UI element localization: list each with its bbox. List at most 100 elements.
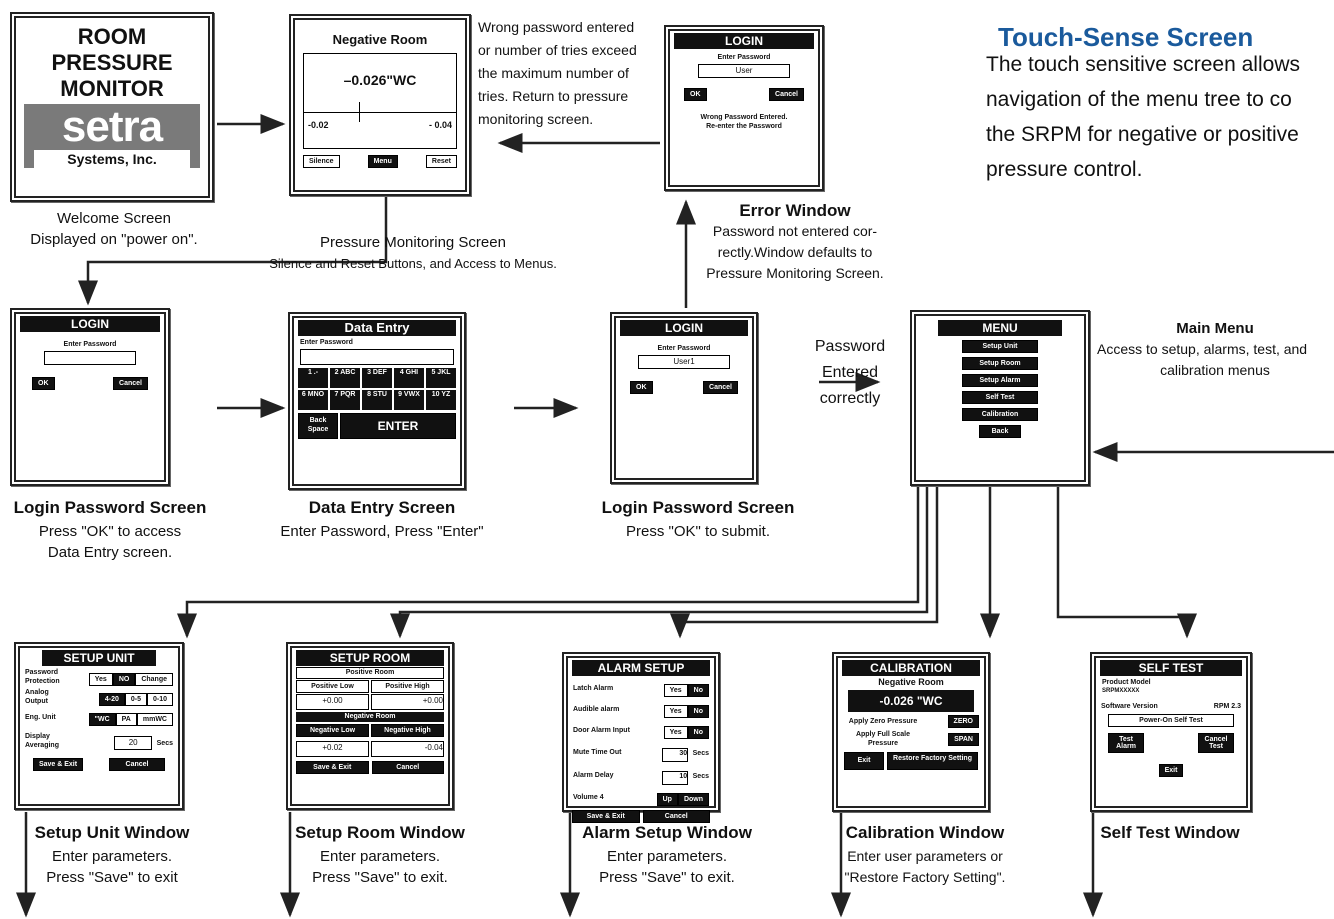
- down-button[interactable]: Down: [677, 793, 709, 806]
- scale-high: - 0.04: [428, 120, 452, 130]
- cancel-test-button[interactable]: Cancel Test: [1198, 733, 1234, 753]
- save-exit-button[interactable]: Save & Exit: [296, 761, 369, 774]
- caption-title: Setup Unit Window: [34, 823, 190, 842]
- up-button[interactable]: Up: [656, 793, 678, 806]
- menu-button[interactable]: Menu: [367, 155, 398, 168]
- no-button[interactable]: No: [687, 705, 709, 718]
- exit-button[interactable]: Exit: [1158, 764, 1184, 777]
- reset-button[interactable]: Reset: [425, 155, 457, 168]
- yes-button[interactable]: Yes: [663, 684, 688, 697]
- zero-button[interactable]: ZERO: [947, 715, 979, 728]
- menu-self-test[interactable]: Self Test: [962, 391, 1038, 404]
- pressure-monitor-screen: Negative Room –0.026"WC -0.02 - 0.04 Sil…: [289, 14, 471, 196]
- data-entry-caption: Data Entry Screen Enter Password, Press …: [262, 497, 502, 542]
- software-label: Software Version: [1101, 703, 1158, 710]
- negative-low-field[interactable]: +0.02: [296, 741, 369, 757]
- scale-line: [304, 112, 456, 113]
- span-button[interactable]: SPAN: [948, 732, 979, 746]
- save-exit-button[interactable]: Save & Exit: [572, 810, 640, 823]
- ok-button[interactable]: OK: [32, 377, 55, 390]
- key-7[interactable]: 7 PQR: [330, 390, 360, 410]
- row-label: Volume: [573, 793, 598, 801]
- option-button[interactable]: "WC: [88, 713, 116, 726]
- password-field[interactable]: [44, 351, 136, 365]
- cancel-button[interactable]: Cancel: [113, 377, 148, 390]
- backspace-button[interactable]: Back Space: [298, 413, 338, 439]
- alarm-setup-caption: Alarm Setup Window Enter parameters. Pre…: [562, 822, 772, 888]
- exit-button[interactable]: Exit: [844, 752, 884, 770]
- error-window: LOGIN Enter Password User OK Cancel Wron…: [664, 25, 824, 191]
- key-3[interactable]: 3 DEF: [362, 368, 392, 388]
- unit-label: Secs: [692, 773, 709, 780]
- caption-title: Data Entry Screen: [308, 498, 456, 517]
- option-button[interactable]: mmWC: [136, 713, 173, 726]
- save-exit-button[interactable]: Save & Exit: [32, 758, 84, 771]
- delay-field[interactable]: 10: [662, 771, 689, 785]
- cancel-button[interactable]: Cancel: [109, 758, 166, 771]
- password-field[interactable]: User1: [638, 355, 730, 369]
- error-caption: Error Window Password not entered cor- r…: [690, 200, 900, 284]
- cancel-button[interactable]: Cancel: [703, 381, 738, 394]
- yes-button[interactable]: Yes: [663, 705, 688, 718]
- no-button[interactable]: No: [687, 684, 709, 697]
- negative-high-field[interactable]: -0.04: [371, 741, 444, 757]
- note-line: correctly: [819, 390, 881, 407]
- password-field[interactable]: User: [698, 64, 790, 78]
- positive-low-field[interactable]: +0.00: [296, 694, 369, 710]
- caption-line: Displayed on "power on".: [30, 231, 198, 248]
- option-button[interactable]: NO: [112, 673, 136, 686]
- key-10[interactable]: 10 YZ: [426, 390, 456, 410]
- caption-line: calibration menus: [1160, 362, 1270, 378]
- option-button[interactable]: 4-20: [98, 693, 125, 706]
- cancel-button[interactable]: Cancel: [769, 88, 804, 101]
- cancel-button[interactable]: Cancel: [371, 761, 444, 774]
- key-5[interactable]: 5 JKL: [426, 368, 456, 388]
- key-2[interactable]: 2 ABC: [330, 368, 360, 388]
- keypad: 1 .- 2 ABC 3 DEF 4 GHI 5 JKL 6 MNO 7 PQR…: [298, 368, 456, 410]
- data-entry-screen: Data Entry Enter Password 1 .- 2 ABC 3 D…: [288, 312, 466, 490]
- menu-calibration[interactable]: Calibration: [962, 408, 1038, 421]
- key-8[interactable]: 8 STU: [362, 390, 392, 410]
- option-button[interactable]: 0-5: [124, 693, 147, 706]
- restore-factory-button[interactable]: Restore Factory Setting: [887, 752, 978, 770]
- menu-setup-unit[interactable]: Setup Unit: [962, 340, 1038, 353]
- key-4[interactable]: 4 GHI: [394, 368, 424, 388]
- password-field[interactable]: [300, 349, 454, 365]
- row-label: Eng. Unit: [25, 713, 56, 721]
- ok-button[interactable]: OK: [630, 381, 653, 394]
- menu-setup-room[interactable]: Setup Room: [962, 357, 1038, 370]
- welcome-line: MONITOR: [60, 76, 164, 101]
- no-button[interactable]: No: [687, 726, 709, 739]
- yes-button[interactable]: Yes: [663, 726, 688, 739]
- silence-button[interactable]: Silence: [303, 155, 340, 168]
- averaging-field[interactable]: 20: [114, 736, 153, 750]
- caption-line: Press "Save" to exit.: [312, 869, 448, 886]
- enter-button[interactable]: ENTER: [340, 413, 456, 439]
- monitor-panel: –0.026"WC -0.02 - 0.04: [303, 53, 457, 149]
- monitor-title: Negative Room: [332, 32, 428, 47]
- mute-field[interactable]: 30: [662, 748, 689, 762]
- note-line: or number of tries exceed: [478, 42, 637, 58]
- option-button[interactable]: PA: [115, 713, 137, 726]
- menu-back[interactable]: Back: [979, 425, 1021, 438]
- menu-setup-alarm[interactable]: Setup Alarm: [962, 374, 1038, 387]
- section-bar: Positive Room: [296, 667, 444, 679]
- positive-high-field[interactable]: +0.00: [371, 694, 444, 710]
- caption-title: Login Password Screen: [601, 498, 795, 517]
- key-1[interactable]: 1 .-: [298, 368, 328, 388]
- caption-title: Setup Room Window: [295, 823, 465, 842]
- option-button[interactable]: Change: [135, 673, 173, 686]
- positive-high-label: Positive High: [371, 680, 444, 693]
- row-label: Display Averaging: [25, 733, 59, 749]
- test-alarm-button[interactable]: Test Alarm: [1108, 733, 1144, 753]
- window-bar: ALARM SETUP: [572, 660, 710, 676]
- key-6[interactable]: 6 MNO: [298, 390, 328, 410]
- caption-title: Error Window: [739, 201, 851, 220]
- key-9[interactable]: 9 VWX: [394, 390, 424, 410]
- cancel-button[interactable]: Cancel: [642, 810, 710, 823]
- caption-line: Enter parameters.: [606, 848, 728, 865]
- ok-button[interactable]: OK: [684, 88, 707, 101]
- option-button[interactable]: Yes: [88, 673, 113, 686]
- option-button[interactable]: 0-10: [146, 693, 173, 706]
